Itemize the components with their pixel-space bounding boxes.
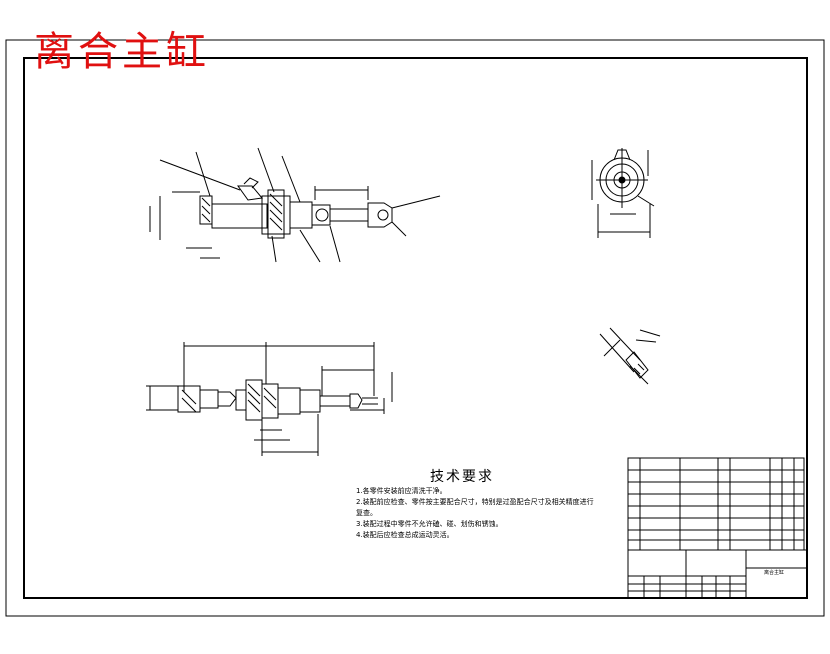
tech-requirement-item: 1.各零件安装前应清洗干净。 (356, 487, 447, 495)
tech-requirement-item: 4.装配后应检查总成运动灵活。 (356, 531, 454, 539)
inner-frame (23, 57, 808, 599)
tech-requirements-heading: 技术要求 (430, 469, 494, 485)
tech-requirement-item: 3.装配过程中零件不允许磕、碰、划伤和锈蚀。 (356, 520, 503, 528)
top-view (146, 342, 393, 456)
outer-border (5, 39, 825, 617)
tech-requirement-item: 2.装配前应检查、零件按主要配合尺寸，特别是过盈配合尺寸及相关精度进行复查。 (356, 498, 594, 517)
detail-view (599, 327, 661, 385)
title-block-name-cell: 离合主缸 (764, 570, 785, 576)
tech-requirements-list: 1.各零件安装前应清洗干净。 2.装配前应检查、零件按主要配合尺寸，特别是过盈配… (356, 486, 596, 541)
front-view (149, 147, 441, 263)
title-block (627, 457, 808, 599)
side-view (591, 148, 655, 238)
drawing-title: 离合主缸 (34, 29, 210, 75)
